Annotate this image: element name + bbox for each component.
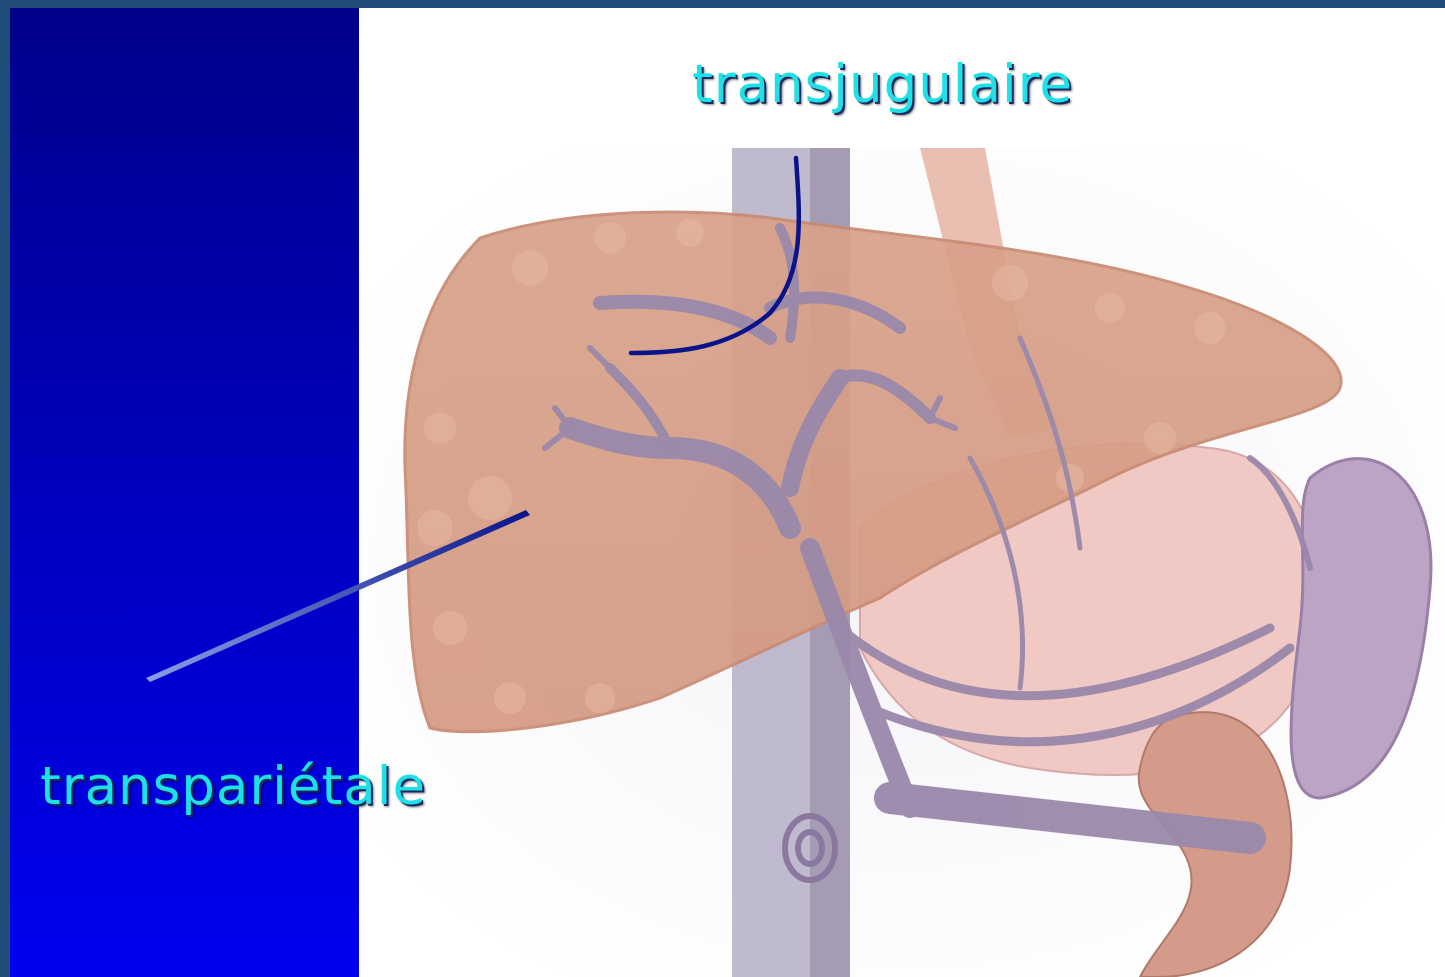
transjugular-label: transjugulaire bbox=[692, 54, 1073, 115]
slide: transjugulaire transpariétale bbox=[10, 8, 1445, 977]
anatomy-illustration bbox=[10, 8, 1445, 977]
transparietal-label: transpariétale bbox=[40, 756, 426, 817]
